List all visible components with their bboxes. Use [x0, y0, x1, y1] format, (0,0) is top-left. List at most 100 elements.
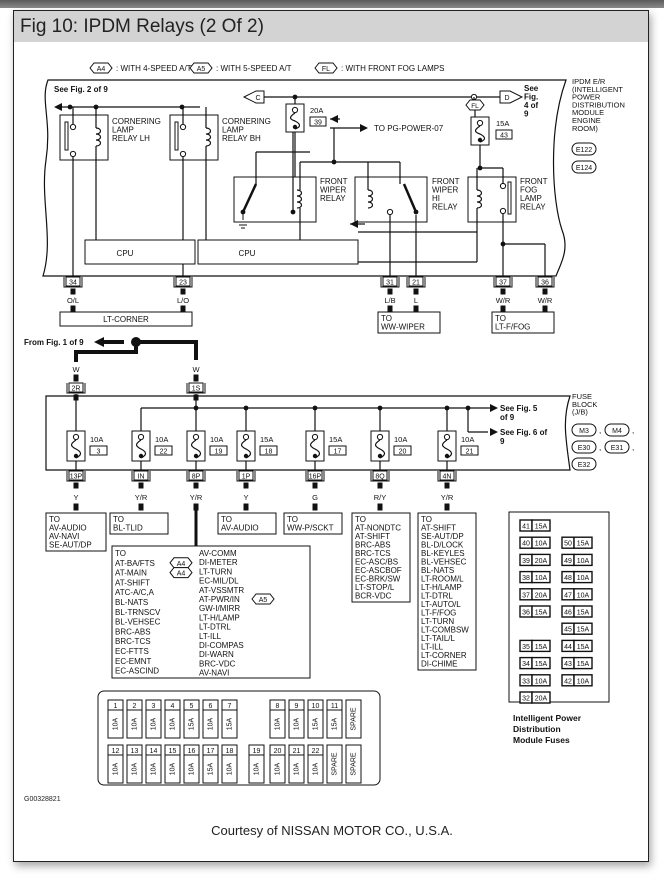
panel-fuse-17-number: 17: [207, 748, 215, 755]
ipdm-fuse-39-number: 39: [522, 558, 530, 565]
ipdm-label: ROOM): [572, 124, 598, 133]
fuse-block-pin-2r: [68, 382, 84, 393]
dest-ww-psckt: [283, 512, 343, 535]
dest-lt-ffog-text: LT-F/FOG: [495, 323, 530, 332]
sep: ,: [632, 426, 634, 435]
ipdm-fuse-50-rating-box: [573, 536, 593, 549]
fuse-block-pin-IN: [133, 470, 149, 481]
fuse-20-number: 20: [399, 449, 407, 456]
legend-tag-fl: [314, 62, 338, 74]
dest-main-right-item: LT-ILL: [199, 632, 222, 641]
dest-at-shift-list-text: BL-NATS: [421, 566, 454, 575]
dest-ww-psckt-text: WW-P/SCKT: [287, 524, 334, 533]
front-fog-relay-label: LAMP: [520, 194, 542, 203]
terminal-23-text: 23: [179, 280, 187, 287]
fuse-block-pin-8Q-stub: [377, 482, 383, 489]
front-wiper-hi-relay-label: HI: [432, 194, 440, 203]
fuse-20-number-box: [393, 445, 412, 456]
wire-color-1P: Y: [243, 493, 248, 502]
terminal-34-stub: [70, 288, 76, 295]
panel-fuse-5-number: 5: [190, 703, 194, 710]
legend-text-a5: : WITH 5-SPEED A/T: [216, 64, 292, 73]
wire-color-8Q: R/Y: [374, 493, 387, 502]
ipdm-fuse-47-rating-box: [573, 588, 593, 601]
fuse-17-link-icon: [309, 439, 321, 459]
cpu-box-1: [84, 239, 196, 265]
see-fig-6-label: See Fig. 6 of: [500, 428, 547, 437]
wire-stub: [193, 374, 199, 382]
dest-at-nondtc-text: BRC-ABS: [355, 541, 391, 550]
dest-main-left-item: AT-MAIN: [115, 569, 147, 578]
fuse-39-bottom: [292, 124, 298, 130]
connector-e124-text: E124: [576, 165, 592, 172]
arrow-see-fig6-icon: [490, 428, 498, 436]
panel-fuse-17-rating: 15A: [207, 762, 214, 775]
panel-fuse-12-number: 12: [112, 748, 120, 755]
courtesy-caption: Courtesy of NISSAN MOTOR CO., U.S.A.: [211, 823, 453, 838]
front-wiper-coil-icon: [296, 189, 303, 209]
dest-av-audio-text: AV-AUDIO: [221, 524, 259, 533]
dest-bl-tlid-text: BL-TLID: [113, 524, 143, 533]
fuse-22-bottom: [138, 453, 144, 459]
panel-fuse-16-number: 16: [188, 748, 196, 755]
fuse-19-bottom: [193, 453, 199, 459]
feed-wire-color-2r: W: [72, 365, 80, 374]
arrow-left-icon: [350, 220, 358, 228]
connector-c-text: C: [255, 95, 260, 102]
front-fog-relay-label: FRONT: [520, 177, 548, 186]
dest-main-left-item: TO: [115, 549, 126, 558]
ipdm-fuse-caption: Distribution: [513, 724, 561, 734]
fuse-block-label: BLOCK: [572, 400, 597, 409]
ipdm-label: MODULE: [572, 108, 604, 117]
panel-fuse-21-rating: 10A: [293, 762, 300, 775]
ipdm-fuse-43-rating-box: [573, 656, 593, 670]
sep: ,: [599, 426, 601, 435]
dest-main-right-item: EC-MIL/DL: [199, 577, 239, 586]
figure-id: G00328821: [24, 796, 61, 803]
dest-at-nondtc-text: EC-ASC/BS: [355, 558, 398, 567]
fuse-21-number-box: [460, 445, 479, 456]
fuse-18-number-box: [259, 445, 278, 456]
legend-text-a4: : WITH 4-SPEED A/T: [116, 64, 192, 73]
fuse-block-pin-13P-text: 13P: [70, 474, 83, 481]
fuse-block-pin-16P-housing: [305, 471, 325, 482]
dest-at-shift-list-text: DI-CHIME: [421, 660, 457, 669]
ipdm-fuse-41-rating: 15A: [535, 524, 548, 531]
panel-fuse-22-rating-box: [307, 754, 324, 784]
see-fig-6-label: 9: [500, 437, 505, 446]
panel-fuse-9-rating: 10A: [293, 717, 300, 730]
window-top-edge: [0, 0, 664, 8]
fuse-block-pin-2r-text: 2R: [72, 386, 81, 393]
tag-A4-text: A4: [177, 561, 186, 568]
connector-m3-text: M3: [579, 428, 589, 435]
panel-fuse-6-rating-box: [202, 709, 219, 739]
wire-color-23: L/O: [177, 296, 189, 305]
ipdm-fuse-44-rating: 15A: [577, 644, 590, 651]
fuse-21-bottom: [444, 453, 450, 459]
fuse-block-label: (J/B): [572, 408, 588, 417]
fl-tag-text: FL: [471, 103, 479, 110]
fuse-43-bottom: [477, 137, 483, 143]
wire-color-IN: Y/R: [135, 493, 148, 502]
front-wiper-relay: [233, 176, 317, 223]
panel-fuse-2-number: 2: [133, 703, 137, 710]
panel-fuse-15-rating-box: [164, 754, 181, 784]
panel-fuse-6-number: 6: [209, 703, 213, 710]
fuse-block-pin-IN-stub: [138, 482, 144, 489]
ipdm-fuse-39-rating-box: [531, 553, 551, 567]
dest-at-shift-list-text: SE-AUT/DP: [421, 532, 464, 541]
fuse-block-pin-1s: [188, 382, 204, 393]
fuse-3-link-icon: [70, 439, 82, 459]
fuse-block-pin-8P-stub: [193, 482, 199, 489]
cornering-relay-bh-label: LAMP: [222, 126, 244, 135]
ipdm-fuse-40-rating-box: [531, 536, 551, 549]
dest-ww-wiper-text: TO: [381, 314, 392, 323]
tag-A4-text: A4: [177, 571, 186, 578]
front-wiper-relay-label: FRONT: [320, 177, 348, 186]
dest-at-shift-list-text: LT-H/LAMP: [421, 583, 462, 592]
ipdm-fuse-38-rating-box: [531, 570, 551, 584]
ipdm-fuse-35-rating: 15A: [535, 644, 548, 651]
front-wiper-relay-label: WIPER: [320, 186, 346, 195]
dest-audio-navi-text: TO: [49, 515, 60, 524]
